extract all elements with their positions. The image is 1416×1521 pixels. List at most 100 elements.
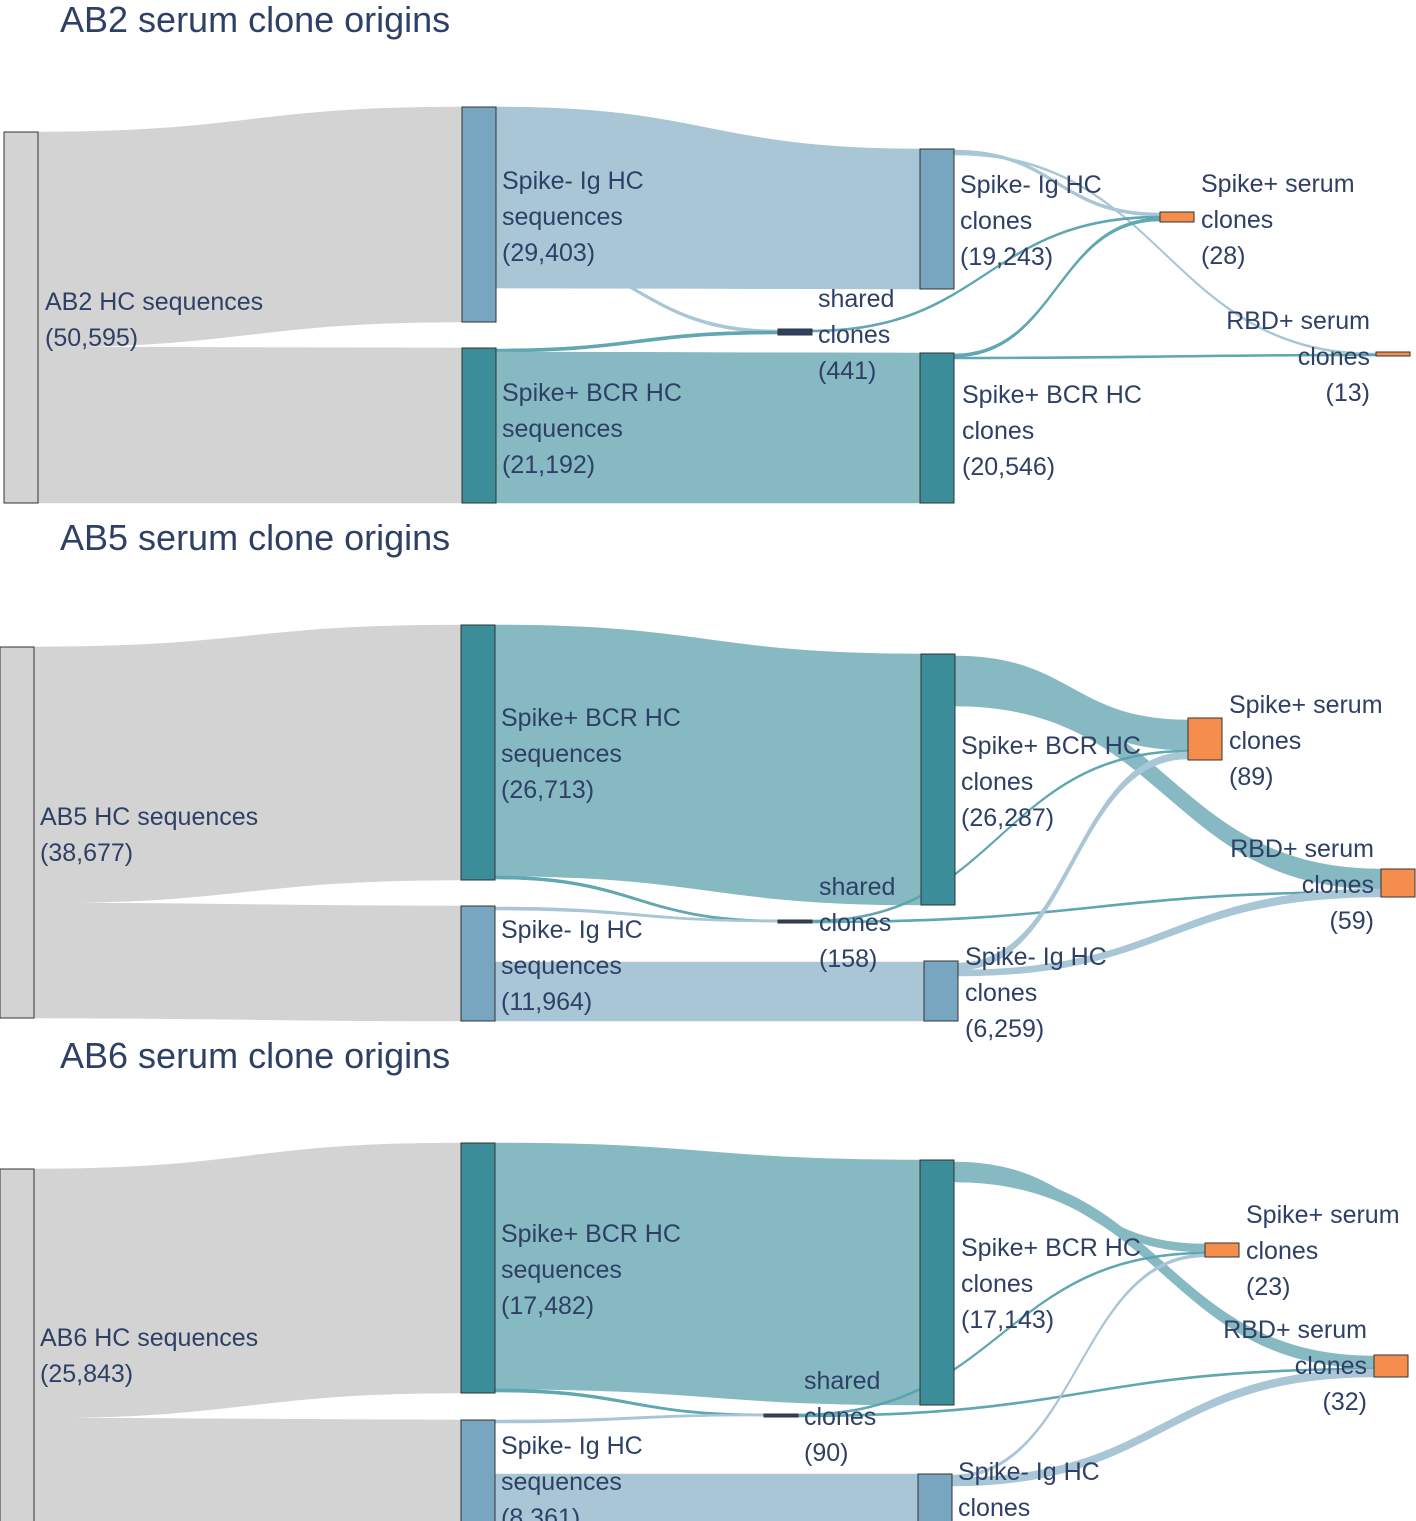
label-line: (6,259) bbox=[965, 1015, 1044, 1043]
node-shared[interactable] bbox=[777, 328, 813, 336]
panel-title: AB2 serum clone origins bbox=[60, 0, 451, 40]
label-line: (26,713) bbox=[501, 776, 594, 804]
node-shared[interactable] bbox=[763, 1413, 799, 1418]
link-neg_seq-to-shared[interactable] bbox=[494, 1413, 765, 1424]
link-neg_seq-to-neg_cl[interactable] bbox=[494, 1473, 919, 1521]
node-label-hc: AB6 HC sequences(25,843) bbox=[40, 1324, 258, 1388]
label-line: (32) bbox=[1323, 1388, 1367, 1416]
node-shared[interactable] bbox=[777, 919, 813, 924]
label-line: Spike- Ig HC bbox=[960, 171, 1102, 199]
links-group bbox=[33, 624, 1382, 1022]
node-spike-serum[interactable] bbox=[1187, 717, 1223, 761]
label-line: RBD+ serum bbox=[1226, 307, 1370, 335]
label-line: sequences bbox=[502, 415, 623, 443]
link-pos_seq-to-shared[interactable] bbox=[495, 330, 779, 353]
label-line: Spike+ serum bbox=[1246, 1201, 1400, 1229]
label-line: clones bbox=[1229, 727, 1301, 755]
label-line: AB2 HC sequences bbox=[45, 288, 263, 316]
label-line: Spike+ BCR HC bbox=[502, 379, 682, 407]
label-line: Spike+ BCR HC bbox=[962, 381, 1142, 409]
label-line: clones bbox=[1201, 206, 1273, 234]
node-neg-seq[interactable] bbox=[460, 1419, 496, 1521]
label-line: (17,482) bbox=[501, 1292, 594, 1320]
label-line: clones bbox=[1246, 1237, 1318, 1265]
label-line: (28) bbox=[1201, 242, 1245, 270]
label-line: (21,192) bbox=[502, 451, 595, 479]
node-label-shared: shared clones (158) bbox=[819, 873, 895, 973]
label-line: (59) bbox=[1330, 907, 1374, 935]
node-pos-seq[interactable] bbox=[460, 1142, 496, 1394]
label-line: clones bbox=[1302, 871, 1374, 899]
node-neg-cl[interactable] bbox=[923, 960, 959, 1022]
node-pos-cl[interactable] bbox=[919, 352, 955, 504]
label-line: clones bbox=[1295, 1352, 1367, 1380]
label-line: RBD+ serum bbox=[1230, 835, 1374, 863]
label-line: Spike- Ig HC bbox=[501, 916, 643, 944]
label-line: (38,677) bbox=[40, 839, 133, 867]
label-line: (89) bbox=[1229, 763, 1273, 791]
node-neg-cl[interactable] bbox=[919, 148, 955, 290]
link-hc-to-neg_seq[interactable] bbox=[33, 902, 462, 1022]
label-line: clones bbox=[1298, 343, 1370, 371]
node-rbd-serum[interactable] bbox=[1373, 1354, 1409, 1378]
node-hc[interactable] bbox=[0, 646, 35, 1019]
label-line: Spike+ BCR HC bbox=[501, 1220, 681, 1248]
label-line: (441) bbox=[818, 357, 876, 385]
link-hc-to-neg_seq[interactable] bbox=[33, 1417, 462, 1521]
label-line: clones bbox=[819, 909, 891, 937]
label-line: Spike+ BCR HC bbox=[501, 704, 681, 732]
node-neg-seq[interactable] bbox=[461, 106, 497, 323]
label-line: sequences bbox=[501, 952, 622, 980]
label-line: AB6 HC sequences bbox=[40, 1324, 258, 1352]
node-spike-serum[interactable] bbox=[1159, 211, 1195, 223]
label-line: (50,595) bbox=[45, 324, 138, 352]
label-line: AB5 HC sequences bbox=[40, 803, 258, 831]
label-line: shared bbox=[804, 1367, 880, 1395]
label-line: clones bbox=[961, 1270, 1033, 1298]
node-spike-serum[interactable] bbox=[1204, 1242, 1240, 1258]
node-pos-seq[interactable] bbox=[461, 347, 497, 504]
node-neg-cl[interactable] bbox=[917, 1473, 953, 1521]
node-hc[interactable] bbox=[0, 1168, 35, 1521]
link-hc-to-pos_seq[interactable] bbox=[37, 346, 463, 504]
panel-title: AB5 serum clone origins bbox=[60, 517, 451, 558]
panel-title: AB6 serum clone origins bbox=[60, 1035, 451, 1076]
label-line: clones bbox=[958, 1494, 1030, 1521]
node-label-spike-serum: Spike+ serum clones (89) bbox=[1229, 691, 1383, 791]
label-line: (23) bbox=[1246, 1273, 1290, 1301]
label-line: Spike+ serum bbox=[1229, 691, 1383, 719]
panel-ab5: AB5 serum clone origins AB5 HC sequences… bbox=[0, 517, 1416, 1043]
label-line: sequences bbox=[501, 740, 622, 768]
label-line: clones bbox=[804, 1403, 876, 1431]
link-pos_cl-to-spike_serum[interactable] bbox=[953, 217, 1161, 358]
node-neg-seq[interactable] bbox=[460, 905, 496, 1022]
label-line: (29,403) bbox=[502, 239, 595, 267]
label-line: Spike- Ig HC bbox=[502, 167, 644, 195]
label-line: (8,361) bbox=[501, 1504, 580, 1521]
node-pos-cl[interactable] bbox=[919, 1159, 955, 1406]
nodes-group bbox=[0, 1142, 1409, 1521]
panel-ab2: AB2 serum clone origins AB2 HC sequences… bbox=[0, 0, 1416, 504]
node-label-pos-seq: Spike+ BCR HC sequences (21,192) bbox=[502, 379, 682, 479]
label-line: Spike+ BCR HC bbox=[961, 732, 1141, 760]
label-line: shared bbox=[819, 873, 895, 901]
node-hc[interactable] bbox=[3, 131, 39, 504]
node-rbd-serum[interactable] bbox=[1375, 351, 1411, 357]
node-pos-cl[interactable] bbox=[920, 653, 956, 906]
node-rbd-serum[interactable] bbox=[1380, 868, 1416, 898]
node-pos-seq[interactable] bbox=[460, 624, 496, 881]
label-line: (158) bbox=[819, 945, 877, 973]
